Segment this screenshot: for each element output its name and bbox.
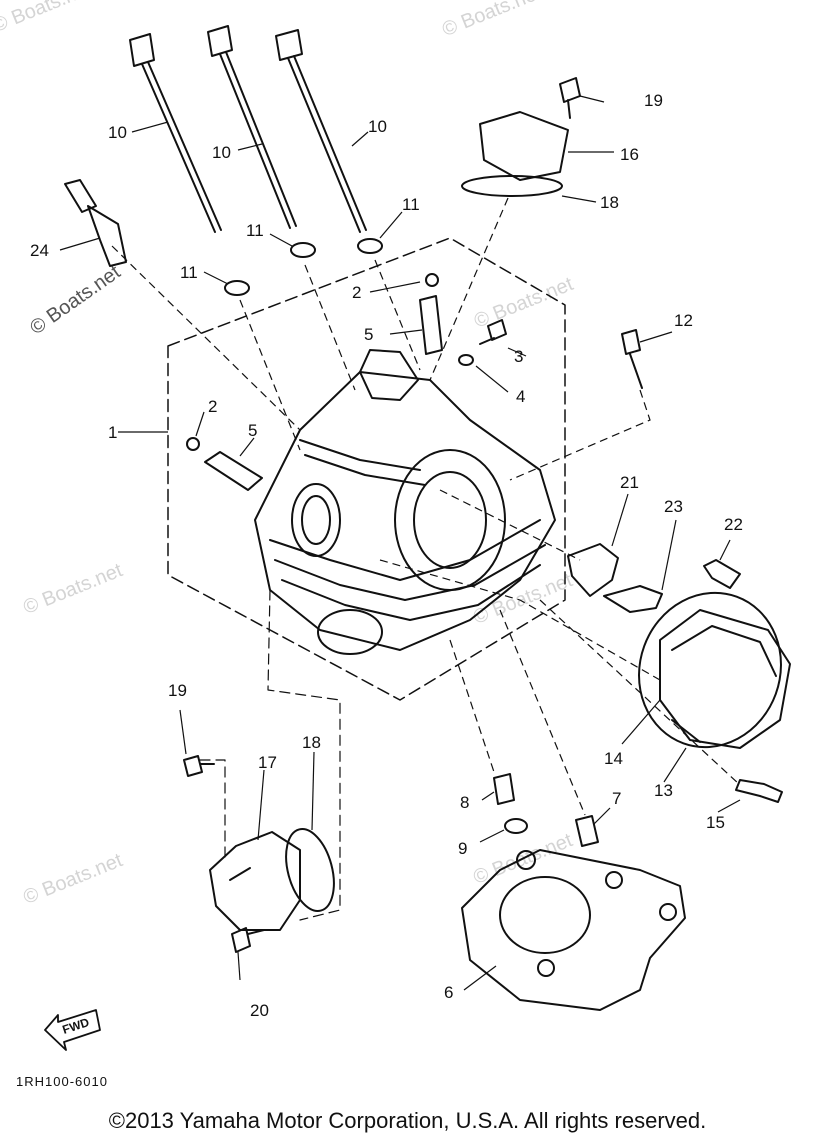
- callout-label: 11: [246, 221, 264, 240]
- bolt: [479, 319, 507, 345]
- leader-line: [267, 589, 341, 921]
- callout-label: 10: [368, 117, 387, 136]
- leader-line: [199, 759, 226, 861]
- callout-label: 17: [258, 753, 277, 772]
- circlip: [186, 437, 200, 451]
- bolt: [183, 755, 215, 777]
- cylinder-head: [254, 349, 556, 655]
- callout-label: 13: [654, 781, 673, 800]
- figure-code: 1RH100-6010: [16, 1074, 108, 1089]
- washer: [357, 238, 383, 254]
- callout-label: 11: [402, 195, 420, 214]
- dowel: [575, 815, 599, 847]
- bolt: [703, 559, 741, 589]
- gasket: [461, 849, 686, 1011]
- callout-label: 10: [212, 143, 231, 162]
- valve-guide: [204, 451, 263, 491]
- callout-label: 11: [180, 263, 198, 282]
- callout-label: 9: [458, 839, 467, 858]
- callout-label: 12: [674, 311, 693, 330]
- bracket: [567, 543, 619, 597]
- callout-label: 21: [620, 473, 639, 492]
- watermark: © Boats.net: [439, 0, 545, 41]
- callout-label: 6: [444, 983, 453, 1002]
- watermark: © Boats.net: [0, 0, 95, 37]
- dowel: [493, 773, 515, 805]
- callout-label: 19: [168, 681, 187, 700]
- callout-label: 20: [250, 1001, 269, 1020]
- side-cover: [638, 591, 791, 749]
- bolt: [621, 329, 643, 389]
- callout-label: 7: [612, 789, 621, 808]
- callout-label: 3: [514, 347, 523, 366]
- bolt: [231, 927, 265, 953]
- watermark: © Boats.net: [26, 261, 125, 339]
- circlip: [425, 273, 439, 287]
- callout-label: 18: [600, 193, 619, 212]
- washer: [290, 242, 316, 258]
- spark-plug: [64, 179, 127, 267]
- callout-label: 19: [644, 91, 663, 110]
- bolt: [559, 77, 581, 119]
- callout-label: 23: [664, 497, 683, 516]
- watermark: © Boats.net: [20, 559, 126, 619]
- callout-label: 10: [108, 123, 127, 142]
- washer: [504, 818, 528, 834]
- bracket: [603, 585, 663, 613]
- head-bolts: [129, 25, 367, 233]
- callout-label: 2: [208, 397, 217, 416]
- dashed-outline: [167, 237, 566, 701]
- o-ring: [285, 828, 335, 912]
- callout-labels: 1 2 2 3 4 5 5 6 7 8 9 10 10 10 11 11 11 …: [30, 91, 743, 1020]
- washer: [458, 354, 474, 366]
- bolt: [735, 779, 783, 803]
- callout-label: 16: [620, 145, 639, 164]
- o-ring: [461, 175, 563, 197]
- callout-label: 24: [30, 241, 49, 260]
- callout-label: 8: [460, 793, 469, 812]
- callout-label: 5: [248, 421, 257, 440]
- callout-label: 5: [364, 325, 373, 344]
- callout-label: 18: [302, 733, 321, 752]
- copyright-notice: ©2013 Yamaha Motor Corporation, U.S.A. A…: [108, 1108, 707, 1133]
- callout-label: 4: [516, 387, 525, 406]
- callout-label: 2: [352, 283, 361, 302]
- callout-label: 14: [604, 749, 623, 768]
- callout-label: 1: [108, 423, 117, 442]
- valve-guide: [419, 295, 443, 355]
- tappet-cover: [479, 111, 569, 181]
- watermark: © Boats.net: [20, 849, 126, 909]
- fwd-arrow-icon: [44, 1009, 101, 1051]
- washer: [224, 280, 250, 296]
- callout-label: 15: [706, 813, 725, 832]
- callout-label: 22: [724, 515, 743, 534]
